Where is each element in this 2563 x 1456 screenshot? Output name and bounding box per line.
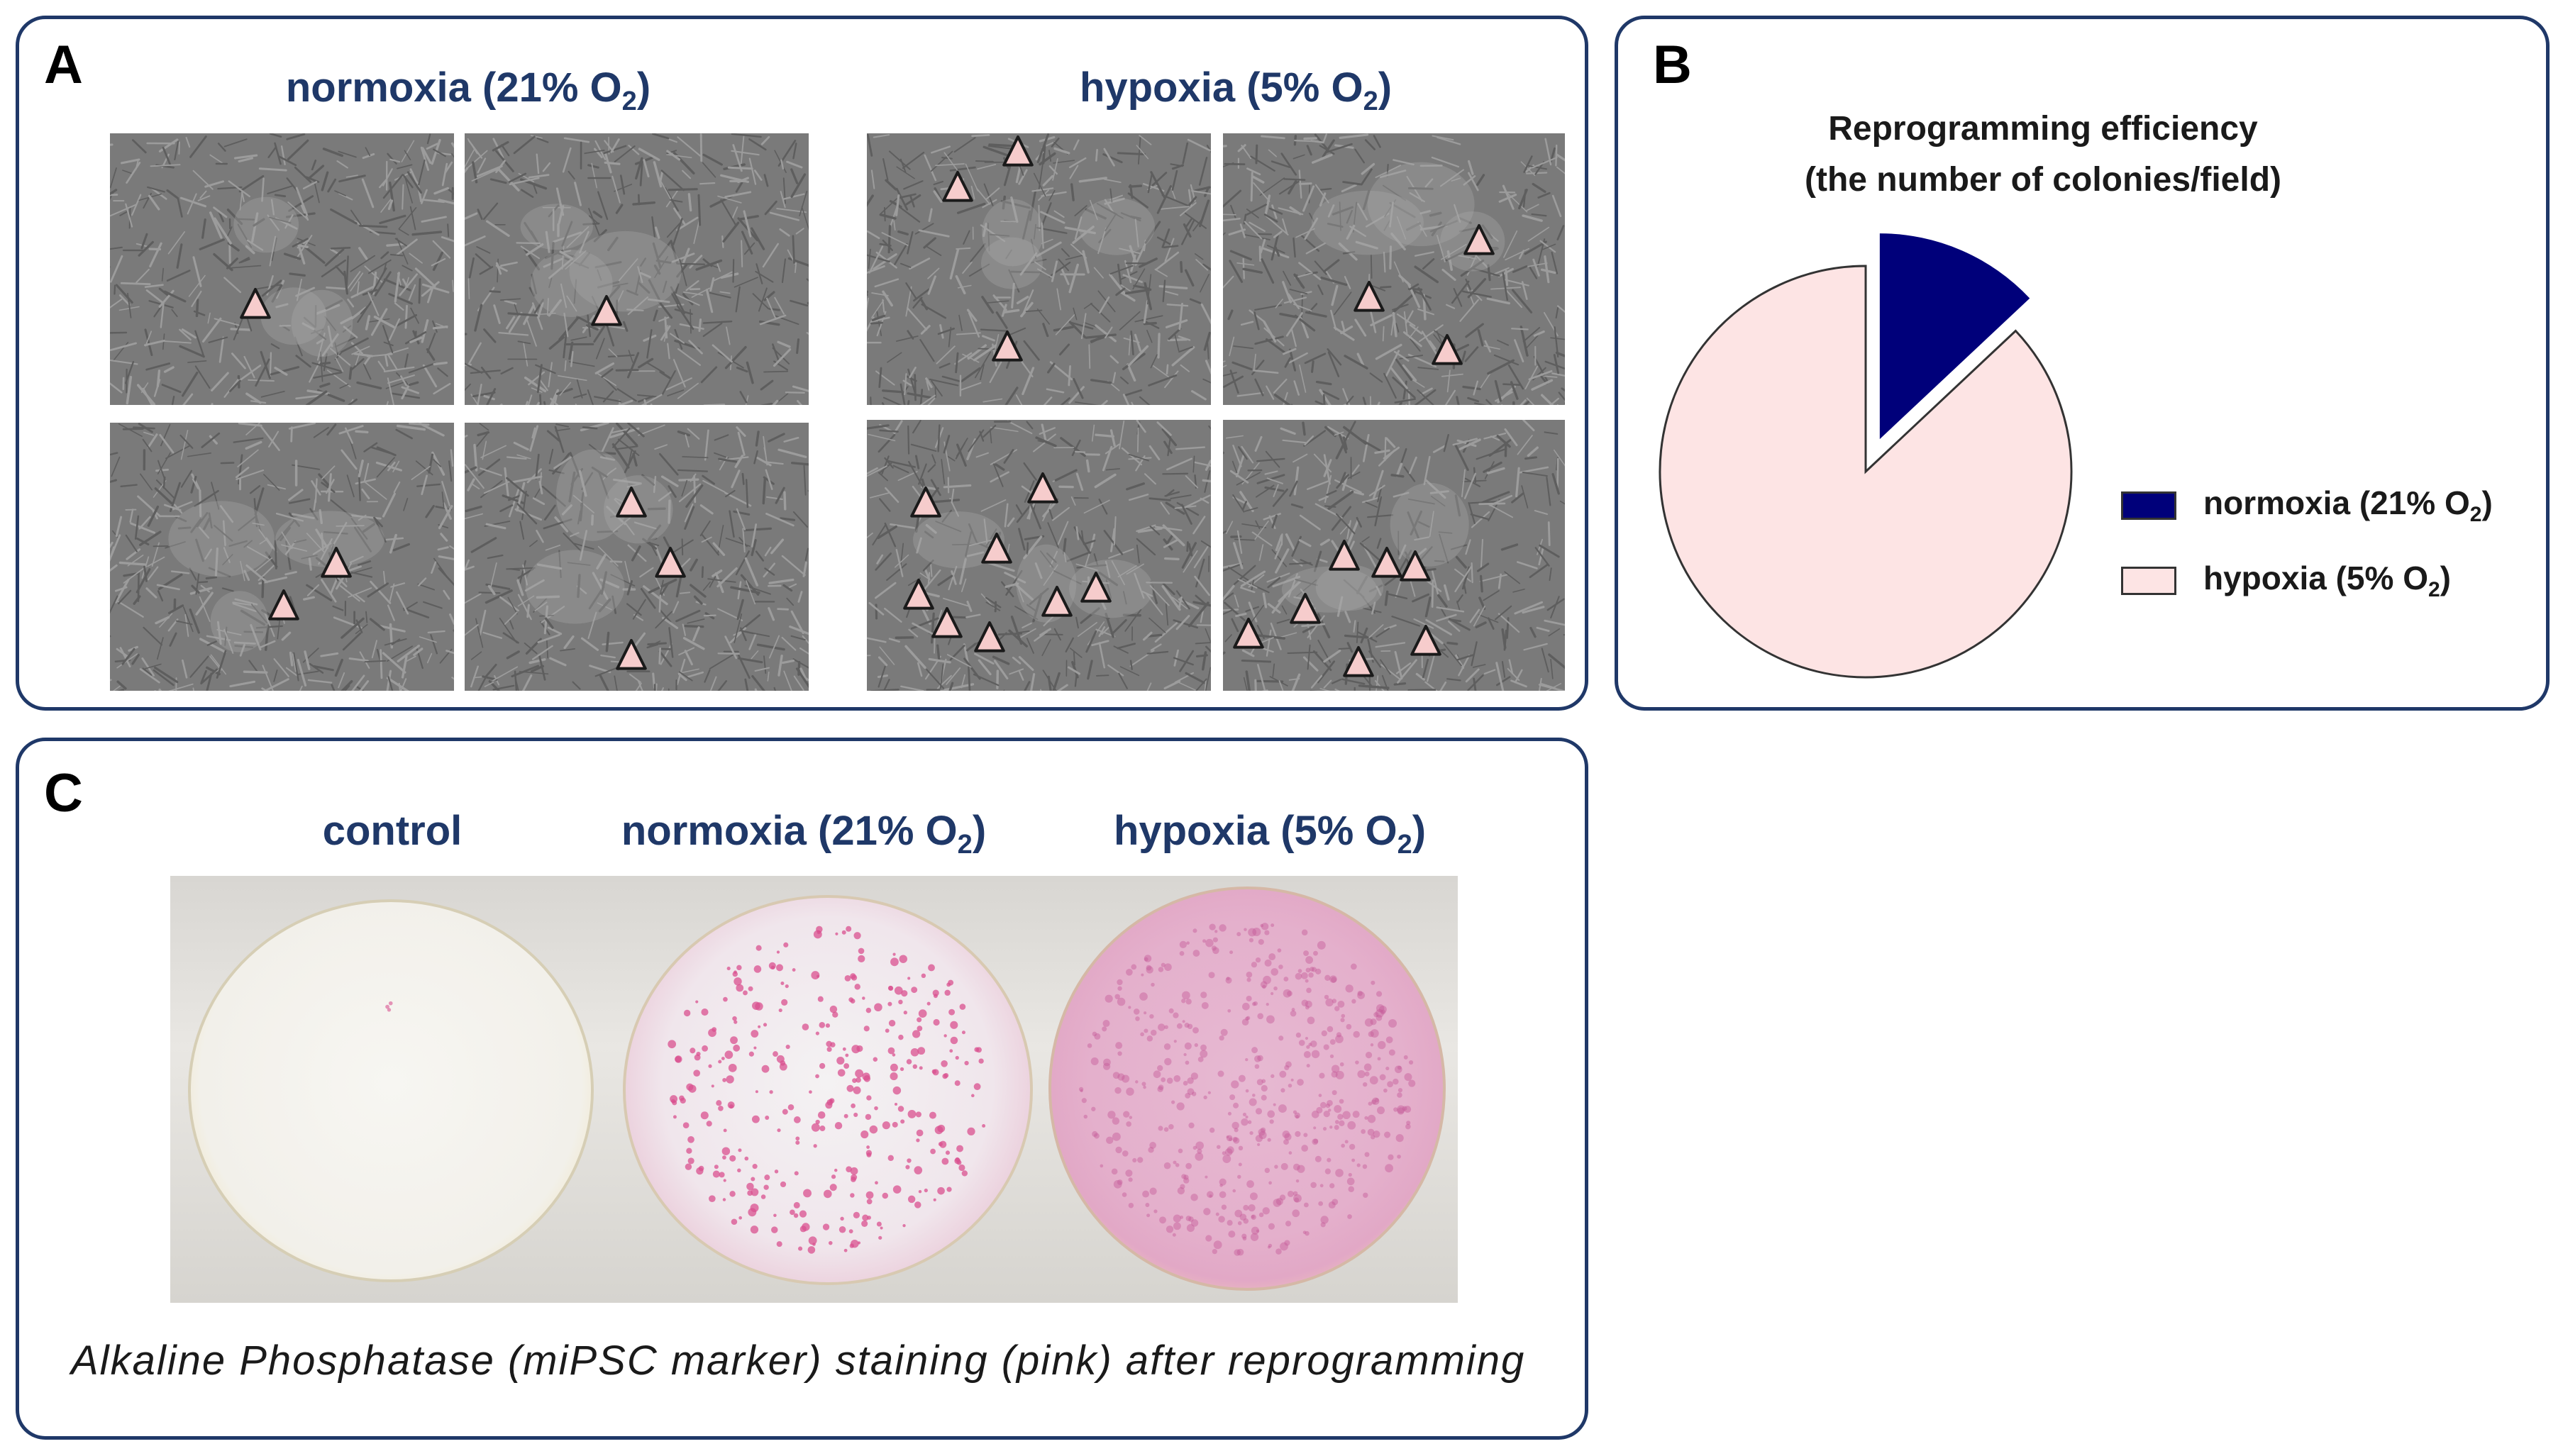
- micrograph-texture: [867, 133, 1211, 405]
- micrograph-normoxia-2: [465, 133, 809, 405]
- panel-c-control-title: control: [322, 808, 463, 854]
- micrograph-texture: [110, 133, 454, 405]
- micrograph-hypoxia-1: [867, 133, 1211, 405]
- micrograph-normoxia-1: [110, 133, 454, 405]
- panel-a-label: A: [44, 35, 83, 95]
- chart-title: Reprogramming efficiency (the number of …: [1804, 110, 2282, 199]
- panel-a-normoxia-title: normoxia (21% O2): [285, 65, 651, 116]
- legend-item-hypoxia: hypoxia (5% O2): [2121, 559, 2451, 602]
- micrograph-texture: [110, 423, 454, 691]
- petri-dish-hypoxia: [1048, 887, 1446, 1291]
- micrograph-hypoxia-3: [867, 420, 1211, 691]
- micrograph-normoxia-3: [110, 423, 454, 691]
- micrograph-texture: [1223, 133, 1565, 405]
- micrograph-hypoxia-4: [1223, 420, 1565, 691]
- legend-label-normoxia: normoxia (21% O2): [2203, 484, 2493, 526]
- micrograph-normoxia-4: [465, 423, 809, 691]
- legend-swatch-normoxia: [2121, 491, 2176, 520]
- panel-c-caption: Alkaline Phosphatase (miPSC marker) stai…: [71, 1338, 1526, 1384]
- micrograph-texture: [465, 423, 809, 691]
- panel-c-normoxia-title: normoxia (21% O2): [621, 808, 987, 860]
- micrograph-texture: [1223, 420, 1565, 691]
- panel-c-label: C: [44, 763, 83, 823]
- legend-label-hypoxia: hypoxia (5% O2): [2203, 560, 2451, 601]
- micrograph-texture: [867, 420, 1211, 691]
- panel-c-hypoxia-title: hypoxia (5% O2): [1113, 808, 1427, 860]
- petri-dish-control: [188, 899, 594, 1282]
- panel-b-label: B: [1653, 35, 1692, 95]
- micrograph-hypoxia-2: [1223, 133, 1565, 405]
- micrograph-texture: [465, 133, 809, 405]
- legend-swatch-hypoxia: [2121, 566, 2176, 595]
- petri-dish-normoxia: [623, 895, 1033, 1285]
- legend-item-normoxia: normoxia (21% O2): [2121, 484, 2493, 527]
- panel-a-hypoxia-title: hypoxia (5% O2): [1079, 65, 1393, 116]
